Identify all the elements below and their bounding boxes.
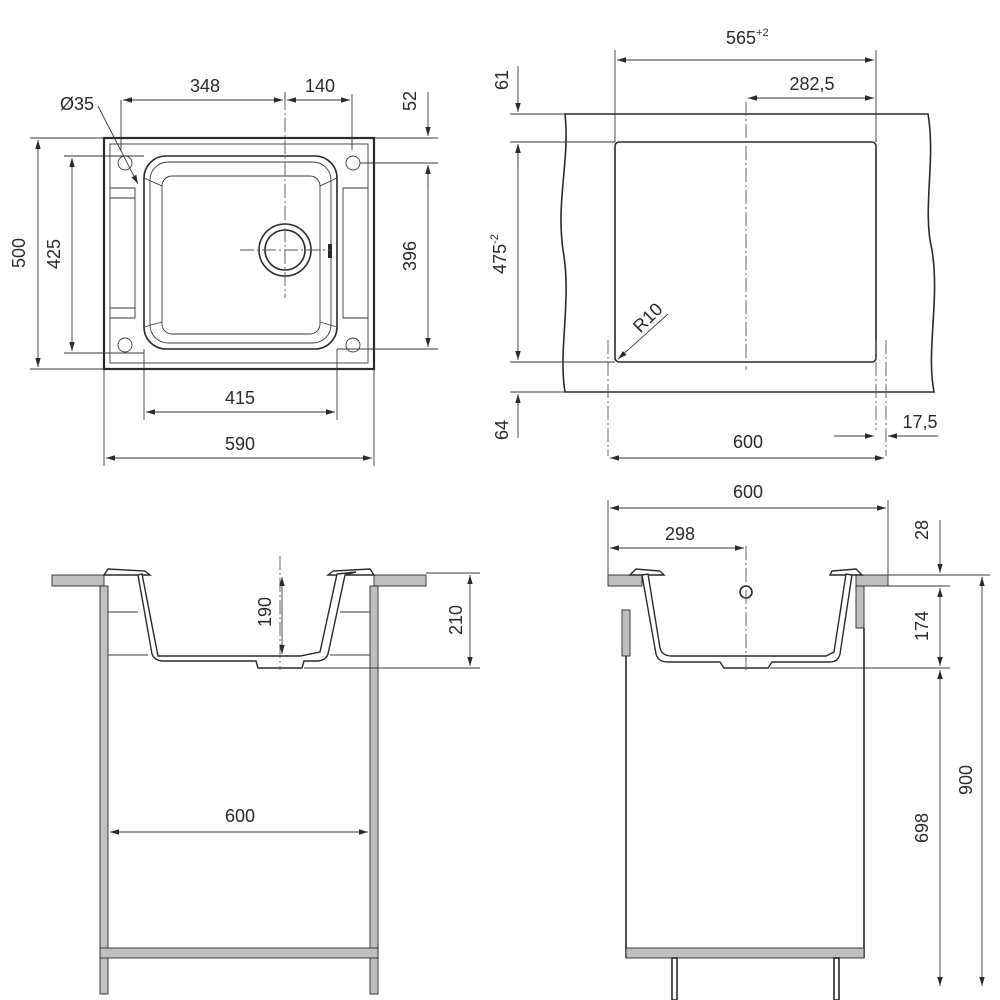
- dim-cabinet-width: 600: [225, 806, 255, 826]
- dim-top-margin: 61: [492, 70, 512, 90]
- side-section-dimensions: [607, 500, 990, 986]
- front-section-view: [51, 556, 427, 995]
- dim-total-height: 210: [446, 605, 466, 635]
- dim-bowl-depth: 396: [400, 241, 420, 271]
- top-view-dimensions: [30, 92, 438, 466]
- sink-top-view: [102, 96, 376, 371]
- dim-hole-diameter: Ø35: [60, 94, 94, 114]
- cutout-view-dimensions: [510, 50, 938, 461]
- dim-bowl-to-drain: 348: [190, 76, 220, 96]
- cutout-view-labels: 565+2 282,5 61 475-2 R10 64 600 17,5: [489, 27, 938, 452]
- dim-hole-spacing-vertical: 425: [44, 239, 64, 269]
- dim-bowl-height: 190: [255, 597, 275, 627]
- side-section-view: [607, 546, 889, 1000]
- dim-corner-radius: R10: [629, 299, 666, 336]
- dim-overall-width: 590: [225, 434, 255, 454]
- dim-side-margin: 17,5: [902, 412, 937, 432]
- front-section-dimensions: [110, 572, 480, 835]
- dim-bowl-width: 415: [225, 388, 255, 408]
- countertop-cutout-view: [560, 102, 936, 456]
- front-section-labels: 190 210 600: [225, 597, 466, 826]
- side-section-labels: 600 298 28 174 698 900: [665, 482, 976, 843]
- dim-cabinet-height: 698: [912, 813, 932, 843]
- dim-cabinet-width: 600: [733, 432, 763, 452]
- dim-cabinet-depth: 600: [733, 482, 763, 502]
- dim-drain-to-edge: 140: [305, 76, 335, 96]
- top-view-labels: Ø35 348 140 52 396 500 425 415 590: [9, 76, 420, 454]
- dim-cutout-width: 565+2: [726, 27, 769, 48]
- dim-cutout-depth: 475-2: [489, 234, 510, 274]
- dim-bottom-margin: 64: [492, 420, 512, 440]
- dim-top-offset: 52: [400, 91, 420, 111]
- dim-half-width: 282,5: [789, 74, 834, 94]
- dim-total-height: 900: [956, 765, 976, 795]
- dim-bowl-depth: 174: [912, 611, 932, 641]
- dim-counter-thickness: 28: [912, 520, 932, 540]
- dim-overall-depth: 500: [9, 238, 29, 268]
- dim-drain-offset: 298: [665, 524, 695, 544]
